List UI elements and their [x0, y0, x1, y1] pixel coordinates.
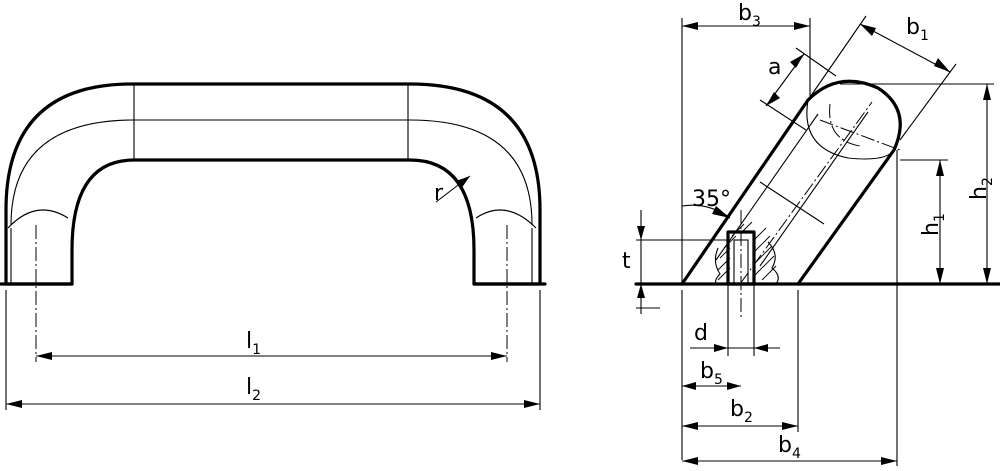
arrow-d-left	[714, 344, 728, 352]
arrow-b3-left	[682, 22, 698, 30]
arrow-b1-right	[934, 58, 950, 72]
arrow-t-bottom	[637, 284, 645, 298]
break-line-right	[767, 241, 779, 285]
label-r: r	[434, 181, 444, 206]
arrow-h1-top	[936, 160, 944, 176]
tube-surface-line-right-end	[475, 209, 537, 229]
arrow-b4-left	[682, 457, 698, 465]
ext-b1-right	[899, 63, 957, 141]
inclined-inner-line-2	[759, 111, 869, 267]
front-view: l1 l2 r	[0, 82, 547, 410]
tube-surface-line-left-end	[7, 209, 69, 229]
label-l2: l2	[246, 375, 261, 404]
arrow-b4-right	[881, 457, 897, 465]
label-b3: b3	[738, 1, 761, 30]
arrow-l1-left	[36, 352, 52, 360]
label-b1: b1	[906, 15, 929, 44]
inclined-mid-line	[759, 181, 825, 225]
arrow-b5-left	[682, 382, 696, 390]
hatching	[717, 221, 777, 281]
ext-b1-left	[807, 15, 867, 101]
arrow-r	[456, 176, 470, 189]
label-l1: l1	[246, 329, 261, 358]
side-view: 35° t d b5 b2 b4	[622, 1, 1000, 466]
arrow-l2-left	[6, 400, 22, 408]
arrow-a-top	[790, 54, 804, 68]
arrow-b2-left	[682, 422, 698, 430]
arrow-b5-right	[727, 382, 741, 390]
arrow-a-bottom	[766, 92, 780, 106]
arrow-h2-bottom	[983, 268, 991, 284]
tube-surface-line-upper	[10, 119, 533, 226]
arrow-b3-right	[794, 22, 810, 30]
arrow-b2-right	[782, 422, 798, 430]
arrow-h2-top	[983, 84, 991, 100]
label-t: t	[622, 249, 631, 274]
arrow-d-right	[754, 344, 768, 352]
label-b4: b4	[778, 433, 801, 462]
handle-outer-contour	[4, 82, 542, 286]
top-cap-ellipse	[806, 99, 895, 160]
label-b2: b2	[730, 397, 753, 426]
label-d: d	[694, 321, 708, 346]
angle-arrow	[712, 206, 730, 218]
break-line-left	[714, 247, 721, 285]
label-a: a	[768, 55, 781, 80]
label-h2: h2	[967, 177, 996, 200]
label-h1: h1	[919, 213, 948, 236]
arrow-h1-bottom	[936, 268, 944, 284]
cap-cross-centerline	[819, 119, 901, 151]
top-cap-dashed	[829, 103, 861, 147]
incline-axis-centerline	[739, 101, 873, 285]
label-angle: 35°	[692, 187, 731, 212]
arrow-l1-right	[491, 352, 507, 360]
ext-a-top	[795, 47, 837, 77]
arrow-t-top	[637, 226, 645, 240]
inclined-body-outline	[680, 79, 902, 286]
label-b5: b5	[700, 359, 723, 388]
arrow-l2-right	[524, 400, 540, 408]
arrow-b1-left	[860, 24, 876, 36]
